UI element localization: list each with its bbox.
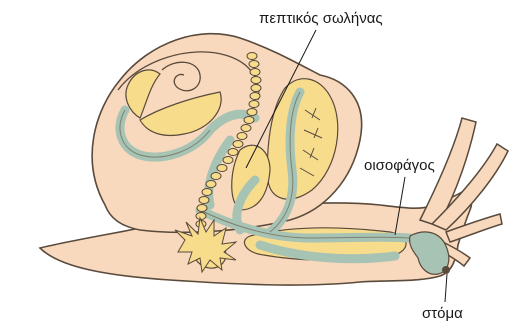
- label-mouth: στόμα: [422, 306, 463, 321]
- leader-line-mouth: [445, 274, 447, 302]
- label-digestive-tube: πεπτικός σωλήνας: [259, 11, 383, 26]
- label-esophagus: οισοφάγος: [364, 158, 435, 173]
- mouth-opening: [442, 266, 450, 274]
